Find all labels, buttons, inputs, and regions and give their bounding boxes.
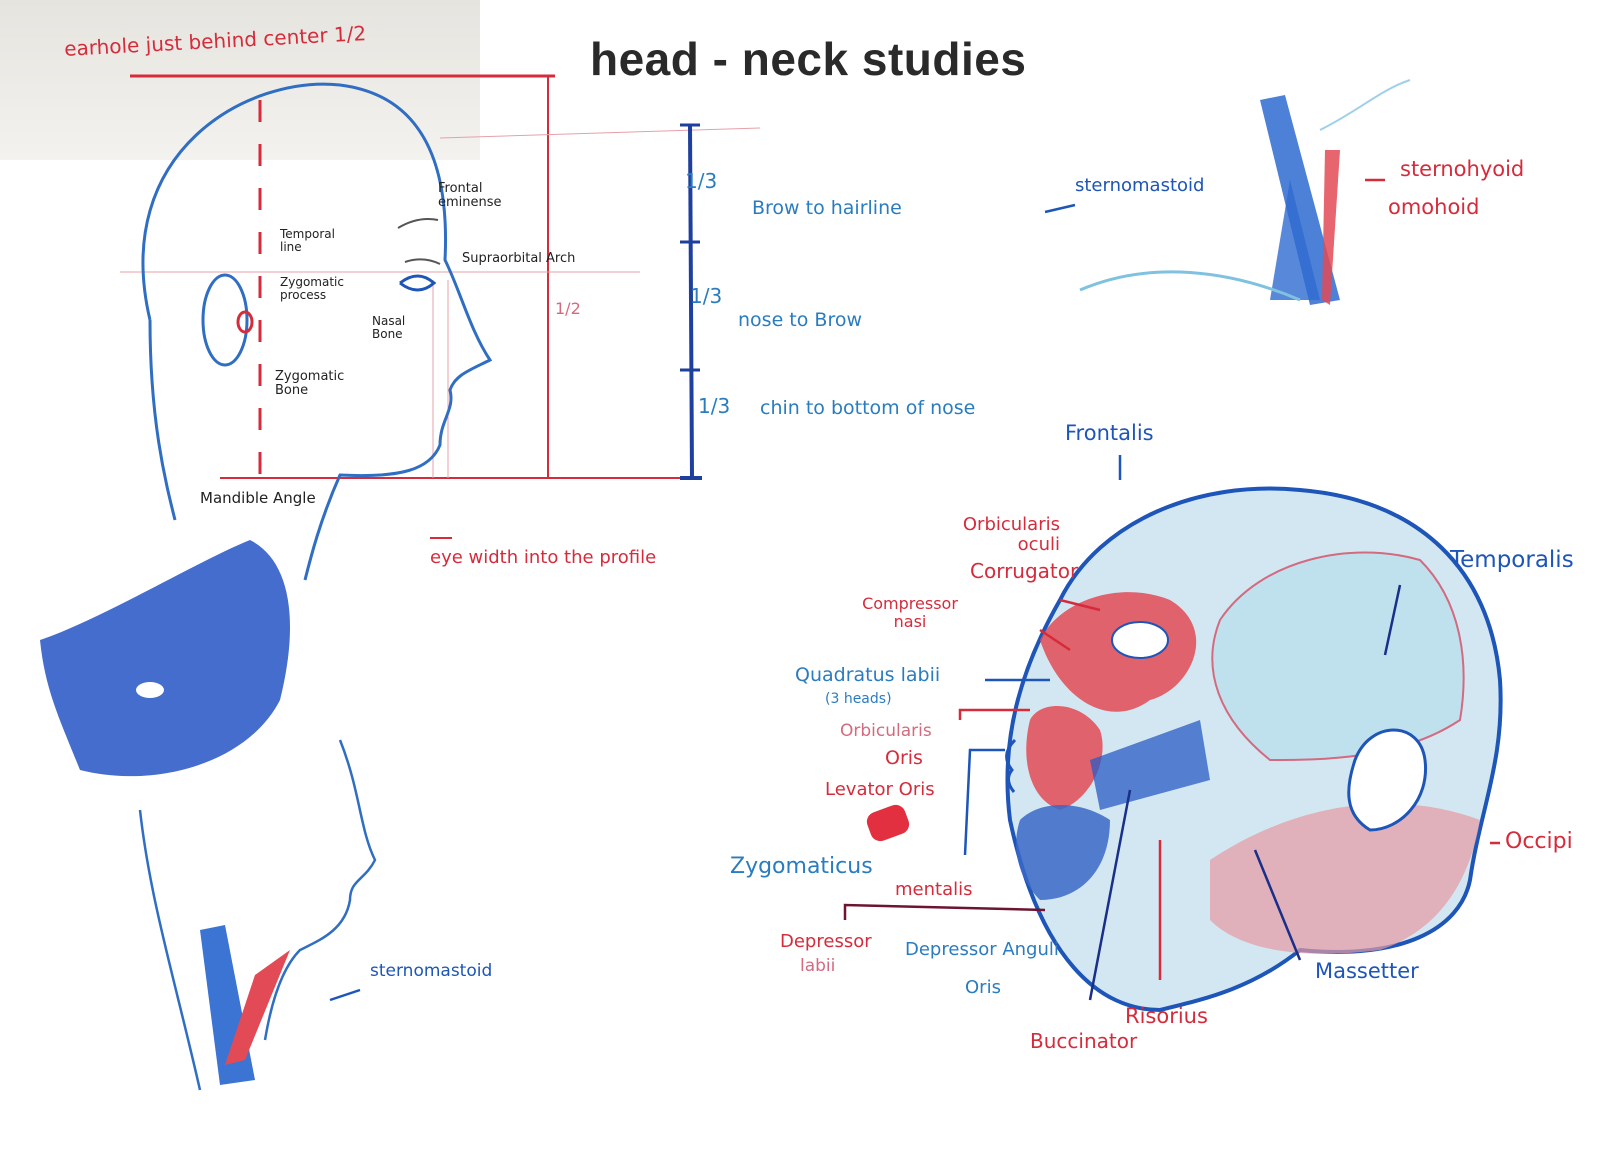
three-heads-label: (3 heads)	[825, 691, 892, 707]
supraorbital-arch-label: Supraorbital Arch	[462, 251, 576, 266]
frontal-eminence-label: Frontal eminense	[438, 181, 502, 211]
quadratus-labii-label: Quadratus labii	[795, 664, 941, 686]
sternohyoid-label: sternohyoid	[1400, 157, 1525, 181]
sternomastoid-label-top: sternomastoid	[1075, 175, 1205, 196]
mentalis-label: mentalis	[895, 879, 973, 900]
temporal-line-label: Temporal line	[280, 227, 335, 255]
compressor-nasi-label: Compressor nasi	[862, 594, 958, 631]
sternomastoid-label-bottom: sternomastoid	[370, 961, 493, 981]
nasal-bone-label: Nasal Bone	[372, 314, 406, 342]
page-title: head - neck studies	[590, 33, 1027, 85]
half-label: 1/2	[555, 299, 581, 318]
temporalis-label: Temporalis	[1450, 547, 1574, 573]
proportion-1-fraction: 1/3	[685, 169, 718, 193]
mandible-angle-label: Mandible Angle	[200, 489, 316, 507]
zygomaticus-label: Zygomaticus	[730, 854, 873, 879]
neck-study-top	[1079, 79, 1411, 305]
proportion-2-text: nose to Brow	[738, 309, 863, 331]
depressor-anguli-label: Depressor Anguli	[905, 939, 1059, 960]
corrugator-label: Corrugator	[970, 559, 1079, 583]
neck-scribble-left	[40, 540, 290, 777]
proportion-guides	[120, 74, 761, 539]
orbicularis-oculi-label: Orbicularis oculi	[962, 514, 1060, 555]
paper-background	[0, 0, 480, 160]
depressor-labii-label: Depressor	[780, 931, 872, 952]
proportion-3-fraction: 1/3	[698, 394, 731, 418]
proportion-1-text: Brow to hairline	[752, 197, 902, 219]
muscle-head	[1005, 486, 1503, 1013]
masseter-label: Massetter	[1315, 959, 1419, 983]
head-profile-outline	[141, 82, 493, 581]
lower-profile	[138, 739, 377, 1091]
frontalis-label: Frontalis	[1065, 421, 1154, 445]
orbicularis-oris-label: Orbicularis	[840, 721, 932, 741]
anguli-oris-label: Oris	[965, 977, 1001, 998]
proportion-2-fraction: 1/3	[690, 284, 723, 308]
label-arrows	[329, 178, 1500, 1002]
eye-width-note: eye width into the profile	[430, 547, 657, 568]
oris-label: Oris	[885, 747, 923, 769]
risorius-label: Risorius	[1125, 1004, 1208, 1028]
zygomatic-bone-label: Zygomatic Bone	[275, 369, 345, 399]
omohoid-label: omohoid	[1388, 195, 1480, 219]
zygomatic-process-label: Zygomatic process	[280, 275, 344, 303]
proportion-3-text: chin to bottom of nose	[760, 397, 976, 419]
labii-label: labii	[800, 956, 836, 976]
buccinator-label: Buccinator	[1030, 1029, 1138, 1053]
occipitalis-label: Occipi	[1505, 829, 1573, 854]
levator-oris-label: Levator Oris	[825, 779, 935, 800]
